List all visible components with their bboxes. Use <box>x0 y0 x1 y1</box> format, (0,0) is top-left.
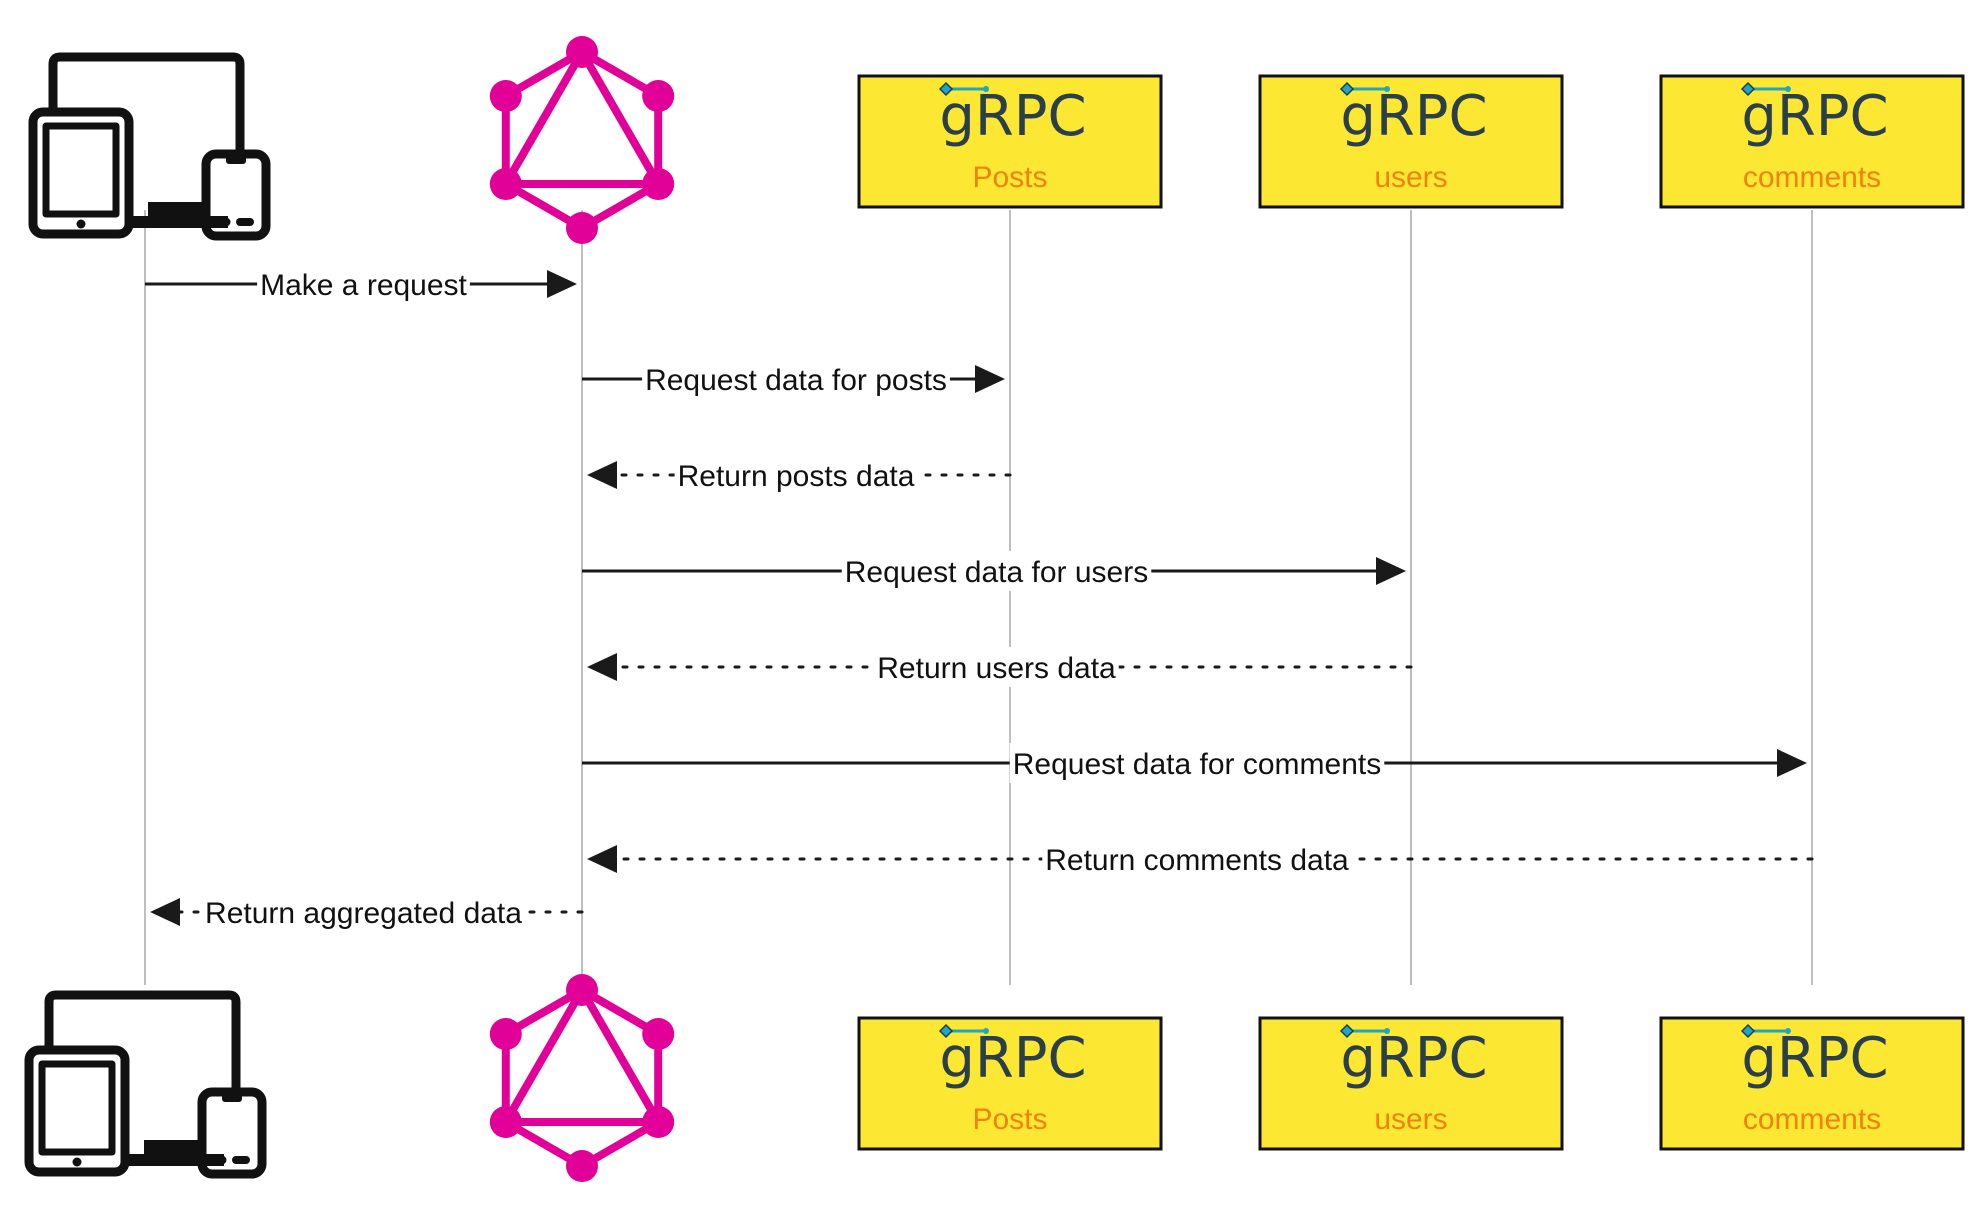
service-label: users <box>1374 1103 1447 1136</box>
lifelines <box>144 210 1813 985</box>
message-3: Return posts data <box>587 455 1012 495</box>
message-label: Return comments data <box>1045 844 1349 877</box>
grpc-logo-text: gRPC <box>939 1026 1086 1091</box>
arrowhead <box>975 365 1005 393</box>
message-label: Return users data <box>877 652 1116 685</box>
arrowhead <box>1376 557 1406 585</box>
service-box-posts: gRPC Posts <box>857 74 1163 209</box>
label-background <box>1009 743 1385 783</box>
message-label: Make a request <box>260 269 467 302</box>
participants: gRPCPostsgRPCPostsgRPCusersgRPCusersgRPC… <box>24 36 1965 1182</box>
grpc-logo-text: gRPC <box>1741 1026 1888 1091</box>
arrowhead <box>587 461 617 489</box>
service-label: Posts <box>972 161 1047 194</box>
message-1: Make a request <box>145 264 577 304</box>
devices-icon <box>28 52 271 241</box>
grpc-logo-text: gRPC <box>1340 1026 1487 1091</box>
label-background <box>642 359 950 399</box>
label-background <box>202 892 525 932</box>
message-4: Request data for users <box>582 551 1406 591</box>
grpc-logo: gRPC <box>1740 1023 1889 1091</box>
message-label: Request data for users <box>845 556 1149 589</box>
grpc-logo: gRPC <box>938 81 1087 149</box>
message-label: Request data for comments <box>1013 748 1382 781</box>
arrowhead <box>547 270 577 298</box>
arrowhead <box>587 653 617 681</box>
arrowhead <box>1777 749 1807 777</box>
grpc-logo: gRPC <box>1339 81 1488 149</box>
graphql-icon <box>489 36 675 244</box>
service-label: comments <box>1743 161 1881 194</box>
arrowhead <box>150 898 180 926</box>
devices-icon <box>24 990 267 1179</box>
service-box-users: gRPC users <box>1258 74 1564 209</box>
message-label: Return aggregated data <box>205 897 522 930</box>
service-label: comments <box>1743 1103 1881 1136</box>
message-8: Return aggregated data <box>150 892 584 932</box>
message-5: Return users data <box>587 647 1413 687</box>
message-7: Return comments data <box>587 839 1814 879</box>
arrowhead <box>587 845 617 873</box>
grpc-logo: gRPC <box>1740 81 1889 149</box>
service-label: Posts <box>972 1103 1047 1136</box>
grpc-logo: gRPC <box>938 1023 1087 1091</box>
service-label: users <box>1374 161 1447 194</box>
message-6: Request data for comments <box>582 743 1807 783</box>
message-label: Request data for posts <box>645 364 947 397</box>
message-label: Return posts data <box>678 460 915 493</box>
service-box-posts: gRPC Posts <box>857 1016 1163 1151</box>
label-background <box>1042 839 1352 879</box>
label-background <box>674 455 918 495</box>
graphql-icon <box>489 974 675 1182</box>
service-box-comments: gRPC comments <box>1659 74 1965 209</box>
label-background <box>841 551 1152 591</box>
service-box-comments: gRPC comments <box>1659 1016 1965 1151</box>
grpc-logo-text: gRPC <box>1741 84 1888 149</box>
message-2: Request data for posts <box>582 359 1005 399</box>
grpc-logo-text: gRPC <box>939 84 1086 149</box>
label-background <box>874 647 1119 687</box>
label-background <box>257 264 470 304</box>
grpc-logo: gRPC <box>1339 1023 1488 1091</box>
service-box-users: gRPC users <box>1258 1016 1564 1151</box>
grpc-logo-text: gRPC <box>1340 84 1487 149</box>
